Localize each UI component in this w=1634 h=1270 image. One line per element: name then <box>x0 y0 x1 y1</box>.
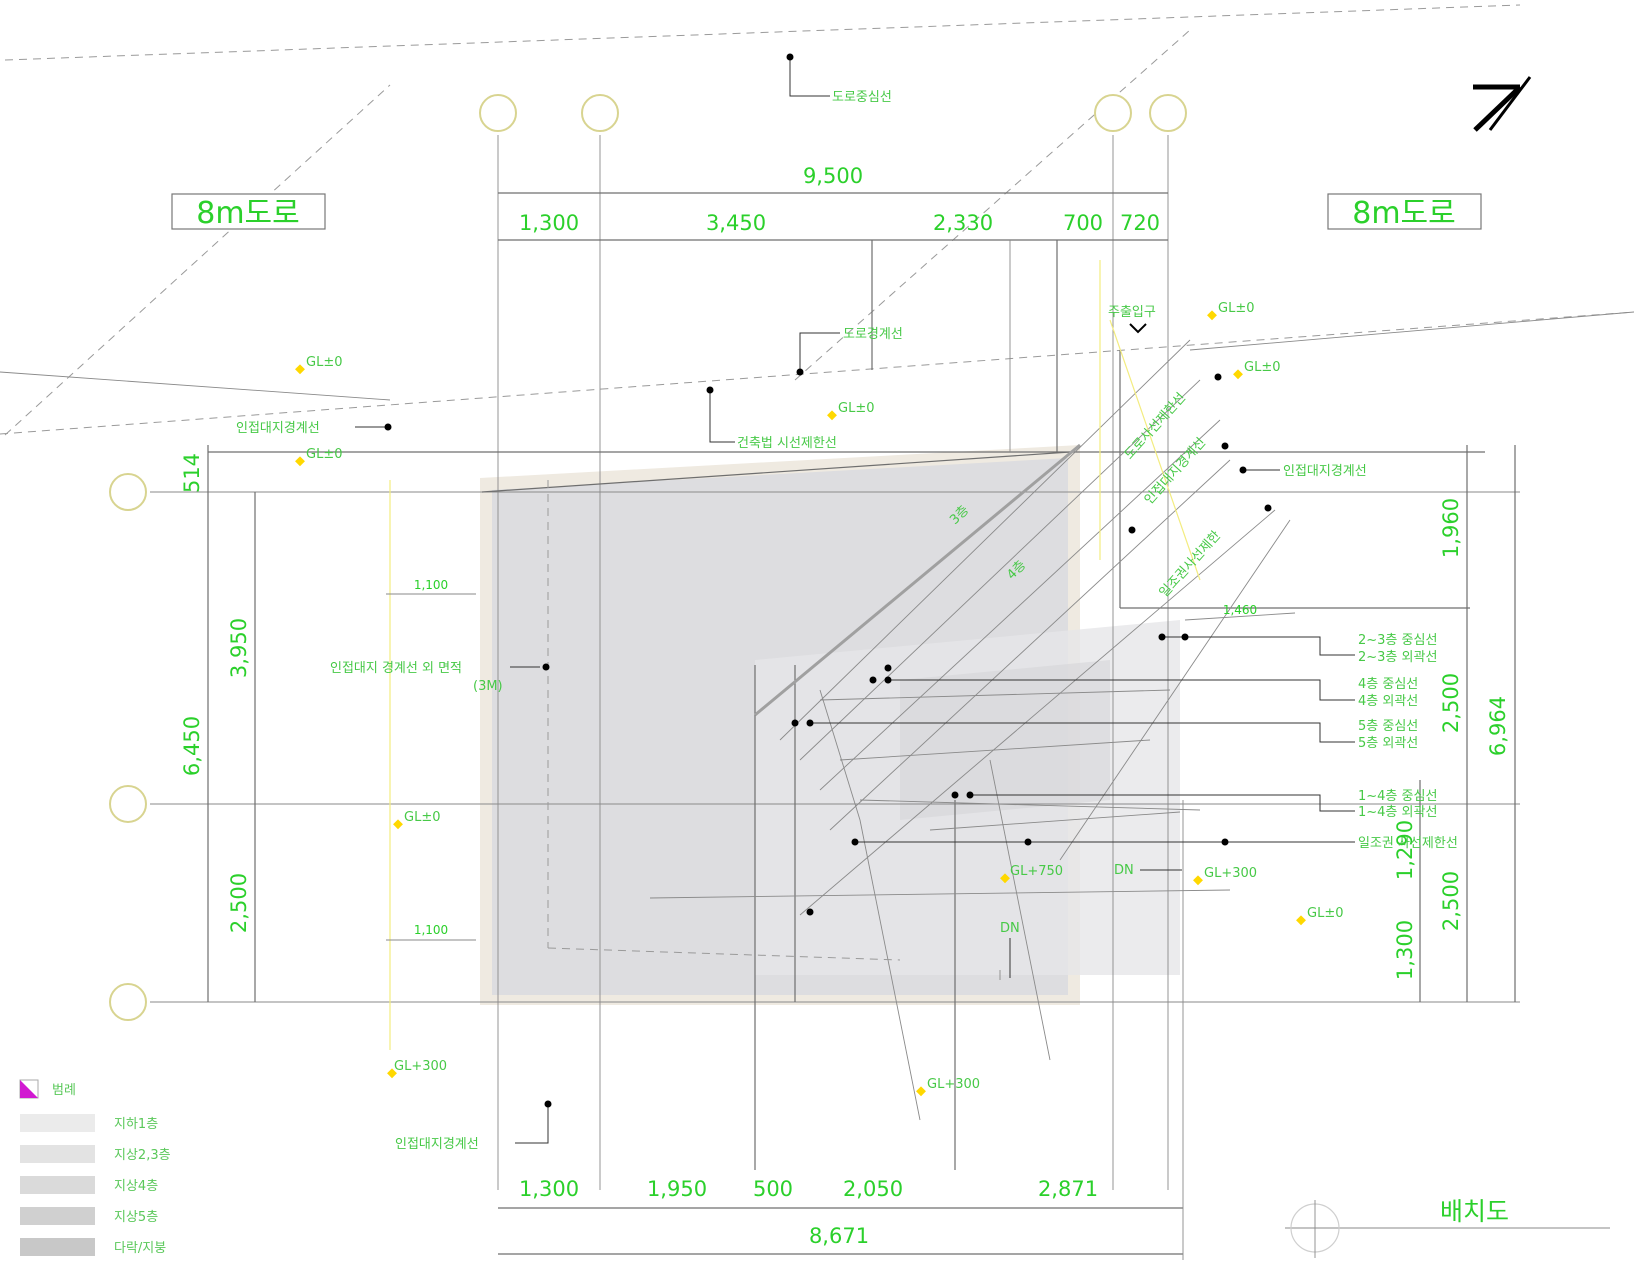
road-label-right: 8m도로 <box>1327 193 1482 231</box>
dn-marks: DN DN <box>1000 863 1182 978</box>
label-adjacent-boundary-left: 인접대지경계선 <box>236 421 320 436</box>
dim-top-part: 1,300 <box>519 211 579 235</box>
dim-top-overall: 9,500 <box>803 164 863 188</box>
dim-top-part: 2,330 <box>933 211 993 235</box>
label-f1-center: 1~4층 중심선 <box>1358 789 1437 804</box>
entrance-arrow-icon <box>1129 323 1147 334</box>
label-adjacent-boundary-right: 인접대지경계선 <box>1283 464 1367 479</box>
dim-bottom-part: 1,300 <box>519 1177 579 1201</box>
svg-text:8m도로: 8m도로 <box>196 196 300 231</box>
setback-diagonals <box>754 339 1291 916</box>
dimension-lines <box>207 192 1516 1260</box>
svg-text:GL±0: GL±0 <box>1244 360 1280 375</box>
svg-text:GL+300: GL+300 <box>394 1059 447 1074</box>
leader-lines <box>355 57 1355 1144</box>
svg-text:8m도로: 8m도로 <box>1352 196 1456 231</box>
dim-top-part: 720 <box>1120 211 1160 235</box>
dim-left-lower: 2,500 <box>227 873 251 933</box>
dim-top-part: 700 <box>1063 211 1103 235</box>
north-arrow-icon <box>1473 76 1532 132</box>
grid-bubble <box>109 983 147 1021</box>
dim-right-mid: 2,500 <box>1439 673 1463 733</box>
svg-text:GL±0: GL±0 <box>1218 301 1254 316</box>
label-min-building-line: 건축법 시선제한선 <box>737 436 837 451</box>
dim-left-small: 514 <box>180 453 204 493</box>
grid-bubble <box>1094 94 1132 132</box>
label-parking-note-2: (3M) <box>473 679 503 694</box>
dim-right-upper: 1,960 <box>1439 498 1463 558</box>
dim-left-overall: 6,450 <box>180 716 204 776</box>
top-dimensions: 9,500 1,300 3,450 2,330 700 720 <box>519 164 1160 235</box>
dim-bottom-overall: 8,671 <box>809 1224 869 1248</box>
legend-item: 지하1층 <box>114 1117 158 1132</box>
dim-bottom-part: 2,871 <box>1038 1177 1098 1201</box>
dim-left-upper: 3,950 <box>227 618 251 678</box>
label-parking-note: 인접대지 경계선 외 면적 <box>330 661 462 676</box>
label-f1-outer: 1~4층 외곽선 <box>1358 805 1437 820</box>
grid-bubble <box>581 94 619 132</box>
yellow-guides <box>389 260 1201 1050</box>
label-diag: 일조권사선제한 <box>1157 528 1224 600</box>
legend-item: 다락/지붕 <box>114 1241 166 1256</box>
sheet-title: 배치도 <box>1440 1197 1509 1226</box>
label-road-center: 도로중심선 <box>832 90 892 105</box>
dim-right-overall: 6,964 <box>1486 696 1510 756</box>
dn-label: DN <box>1114 863 1134 878</box>
label-entrance: 주출입구 <box>1108 305 1156 320</box>
building-footprint <box>480 445 1180 1005</box>
svg-text:GL±0: GL±0 <box>404 810 440 825</box>
svg-text:GL±0: GL±0 <box>306 355 342 370</box>
grid-bubble <box>479 94 517 132</box>
svg-text:GL±0: GL±0 <box>1307 906 1343 921</box>
dim-right-a: 1,290 <box>1393 820 1417 880</box>
grid-system <box>109 94 1520 1190</box>
label-f5-center: 5층 중심선 <box>1358 719 1418 734</box>
level-markers <box>295 310 1306 1097</box>
left-dimensions: 514 3,950 6,450 2,500 <box>180 453 251 933</box>
level-labels: GL±0 GL±0 GL±0 GL±0 GL±0 GL±0 GL+300 GL+… <box>306 301 1343 1092</box>
grid-bubble <box>109 785 147 823</box>
legend-item: 지상5층 <box>114 1210 158 1225</box>
dim-bottom-part: 1,950 <box>647 1177 707 1201</box>
legend-item: 지상2,3층 <box>114 1148 171 1163</box>
svg-text:GL+750: GL+750 <box>1010 864 1063 879</box>
label-f5-outer: 5층 외곽선 <box>1358 736 1418 751</box>
label-f4-center: 4층 중심선 <box>1358 677 1418 692</box>
grid-bubble <box>1149 94 1187 132</box>
dim-top-part: 3,450 <box>706 211 766 235</box>
legend: 범례 지하1층 지상2,3층 지상4층 지상5층 다락/지붕 <box>19 1079 171 1256</box>
legend-header: 범례 <box>52 1083 76 1098</box>
dim-bottom-part: 2,050 <box>843 1177 903 1201</box>
dim-right-b: 1,300 <box>1393 920 1417 980</box>
dim-right-lower: 2,500 <box>1439 871 1463 931</box>
label-adjacent-boundary-bottom: 인접대지경계선 <box>395 1137 479 1152</box>
dn-label: DN <box>1000 921 1020 936</box>
svg-text:1,100: 1,100 <box>414 578 448 592</box>
bottom-dimensions: 1,300 1,950 500 2,050 2,871 8,671 <box>519 1177 1098 1248</box>
leader-dots <box>384 53 1272 1108</box>
svg-text:1,100: 1,100 <box>414 923 448 937</box>
svg-text:GL±0: GL±0 <box>306 447 342 462</box>
right-dimensions: 1,960 2,500 6,964 1,290 2,500 1,300 <box>1393 498 1510 980</box>
label-f4-outer: 4층 외곽선 <box>1358 694 1418 709</box>
grid-bubble <box>109 473 147 511</box>
label-road-boundary: 도로경계선 <box>843 327 903 342</box>
label-f23-center: 2~3층 중심선 <box>1358 633 1437 648</box>
svg-text:1,460: 1,460 <box>1223 603 1257 617</box>
boundary-lines <box>0 4 1634 436</box>
label-diag: 인접대지경계선 <box>1142 435 1209 507</box>
small-dimensions: 1,100 1,100 1,460 <box>414 578 1257 937</box>
label-f23-outer: 2~3층 외곽선 <box>1358 650 1437 665</box>
sheet-title-block: 배치도 <box>1285 1197 1610 1258</box>
legend-item: 지상4층 <box>114 1179 158 1194</box>
road-label-left: 8m도로 <box>171 193 326 231</box>
svg-text:GL+300: GL+300 <box>1204 866 1257 881</box>
label-limit-line: 일조권 사선제한선 <box>1358 836 1458 851</box>
svg-text:GL+300: GL+300 <box>927 1077 980 1092</box>
dim-bottom-part: 500 <box>753 1177 793 1201</box>
svg-text:GL±0: GL±0 <box>838 401 874 416</box>
